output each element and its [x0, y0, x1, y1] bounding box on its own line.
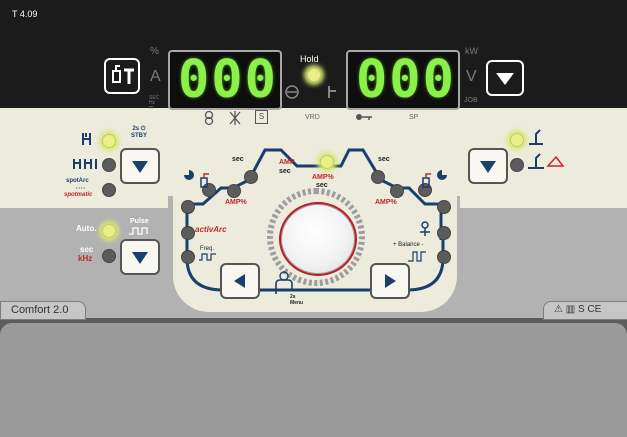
- mode-button[interactable]: [104, 58, 140, 94]
- triangle-left-icon: [234, 274, 245, 288]
- triangle-down-icon: [480, 161, 496, 173]
- end-amp-label: AMP%: [375, 199, 397, 206]
- lower-cover: [0, 323, 627, 437]
- ac-wave-icon: [199, 253, 216, 261]
- control-knob[interactable]: [279, 202, 357, 276]
- wire-feed-icon: [420, 221, 430, 236]
- four-step-led: [102, 158, 116, 172]
- balance-led: [437, 250, 451, 264]
- model-label: T 4.09: [12, 9, 38, 19]
- vrd-symbol-icon: [285, 85, 299, 99]
- torch-mode-icon: [112, 65, 134, 84]
- unit-percent: %: [150, 46, 159, 57]
- menu-label: 2s Menu: [290, 294, 304, 306]
- frequency-label: Freq.: [200, 246, 215, 252]
- wire-feed-led: [437, 226, 451, 240]
- auto-led: [102, 224, 116, 238]
- standby-label: 2s ⏻ STBY: [131, 126, 148, 139]
- gas-preflow-icon: [184, 170, 194, 180]
- frequency-led: [181, 250, 195, 264]
- unit-kw: kW: [465, 46, 478, 56]
- preflow-led: [181, 200, 195, 214]
- main-current-led: [320, 155, 334, 169]
- mma-led: [510, 158, 524, 172]
- start-amp-label: AMP%: [225, 199, 247, 206]
- secondary-amp-label: AMP%: [312, 174, 334, 181]
- torch-trigger-icon: [328, 86, 336, 98]
- unit-small-left: SEC Hz m: [149, 95, 160, 111]
- pulse-label: Pulse: [130, 218, 149, 225]
- two-step-icon: [82, 133, 91, 145]
- unit-job: JOB: [464, 97, 478, 104]
- pulse-icon: [129, 227, 148, 235]
- comfort-tab: Comfort 2.0: [0, 301, 86, 320]
- spotarc-led: [102, 183, 116, 197]
- tig-led: [510, 133, 524, 147]
- upslope-time-led: [244, 170, 258, 184]
- left-display-value: 000: [178, 50, 278, 110]
- parameter-left-button[interactable]: [220, 263, 260, 299]
- cert-tab: ⚠ ▥ S CE: [543, 301, 627, 320]
- knob-scale: [267, 188, 365, 286]
- hold-led: [307, 68, 321, 82]
- pulse-select-button[interactable]: [120, 239, 160, 275]
- process-select-button[interactable]: [468, 148, 508, 184]
- sp-label: SP: [409, 114, 419, 121]
- sec-label: sec: [80, 245, 94, 254]
- key-icon: [356, 114, 372, 120]
- right-display-value: 000: [356, 50, 456, 110]
- tig-torch-icon: [529, 129, 543, 145]
- comfort-label: Comfort 2.0: [11, 304, 69, 316]
- khz-label: kHz: [78, 254, 93, 263]
- triangle-down-icon: [496, 73, 514, 85]
- left-display: 000: [168, 50, 282, 110]
- unit-amp: A: [150, 68, 161, 85]
- four-step-icon: [73, 159, 97, 169]
- downslope-sec-label: sec: [378, 156, 390, 163]
- parameter-right-button[interactable]: [370, 263, 410, 299]
- triangle-down-icon: [132, 161, 148, 173]
- activarc-led: [181, 226, 195, 240]
- pulse-led: [102, 249, 116, 263]
- knob-push-icon: [275, 271, 293, 294]
- certification-marks: ⚠ ▥ S CE: [554, 304, 602, 315]
- postflow-led: [437, 200, 451, 214]
- vrd-label: VRD: [305, 114, 320, 121]
- right-display: 000: [346, 50, 460, 110]
- main-amp-label: AMP: [279, 159, 295, 166]
- hold-label: Hold: [300, 54, 319, 64]
- s-box-label: S: [255, 110, 268, 124]
- downslope-led: [371, 170, 385, 184]
- torch-start-icon: [200, 173, 209, 188]
- spotmatic-label: spotmatic: [64, 192, 93, 198]
- mma-electrode-icon: [528, 153, 565, 169]
- balance-label: + Balance -: [393, 242, 424, 248]
- sequence-diagram: [185, 148, 445, 292]
- display-select-button[interactable]: [486, 60, 524, 96]
- triangle-down-icon: [132, 252, 148, 264]
- main-sec-label: sec: [279, 168, 291, 175]
- mode-select-button[interactable]: [120, 148, 160, 184]
- gas-postflow-icon: [437, 170, 447, 180]
- upslope-led: [227, 184, 241, 198]
- secondary-sec-label: sec: [316, 182, 328, 189]
- upslope-sec-label: sec: [232, 156, 244, 163]
- end-current-led: [390, 184, 404, 198]
- two-step-led: [102, 134, 116, 148]
- unit-volt: V: [466, 68, 477, 85]
- spot-dots: • • • •: [76, 185, 85, 190]
- torch-end-icon: [422, 173, 431, 188]
- auto-label: Auto.: [76, 224, 97, 233]
- balance-wave-icon: [408, 251, 426, 262]
- fan-icon: [229, 111, 241, 125]
- triangle-right-icon: [385, 274, 396, 288]
- spotarc-label: spotArc: [66, 178, 89, 184]
- activarc-label: activArc: [195, 225, 227, 234]
- gas-icon: [204, 110, 214, 126]
